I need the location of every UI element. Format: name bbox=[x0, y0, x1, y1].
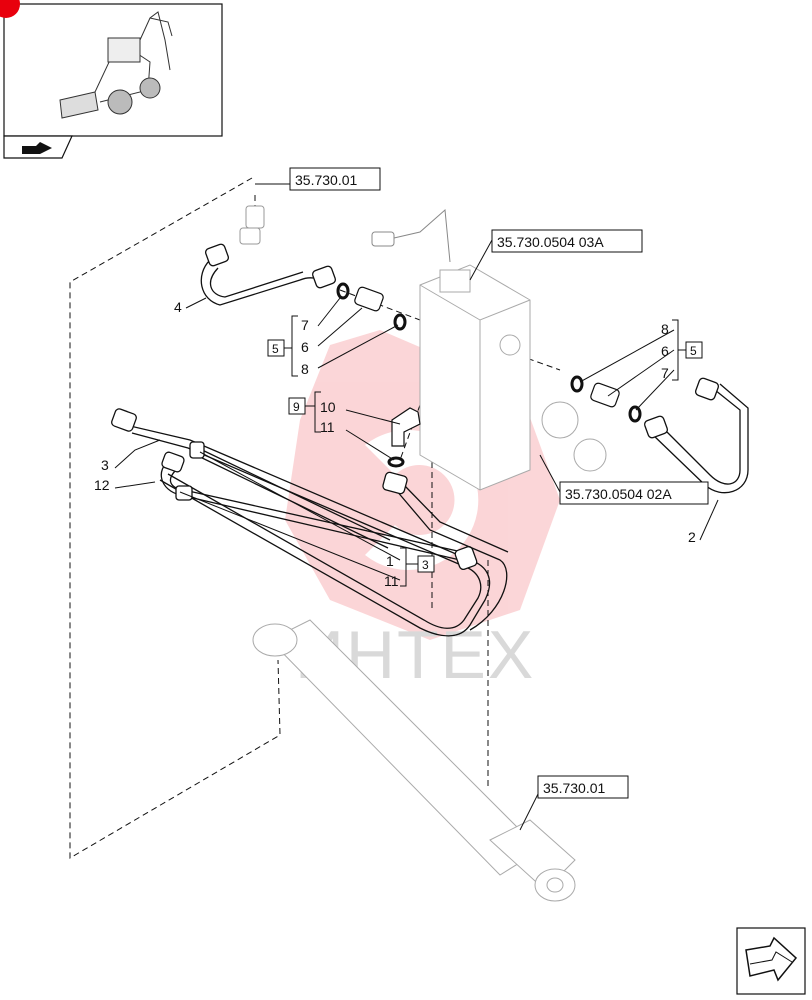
pipe-1[interactable] bbox=[189, 441, 509, 631]
kit-box-5-right[interactable]: 5 bbox=[685, 341, 703, 359]
ref-box-cylinder[interactable]: 35.730.01 bbox=[537, 775, 629, 799]
callout-11-mid[interactable]: 11 bbox=[320, 419, 335, 435]
ref-box-valve-top[interactable]: 35.730.0504 03A bbox=[491, 229, 643, 253]
callout-11-low[interactable]: 11 bbox=[384, 573, 399, 589]
callout-2[interactable]: 2 bbox=[688, 529, 696, 545]
callout-10[interactable]: 10 bbox=[320, 399, 336, 415]
callout-7-right[interactable]: 7 bbox=[661, 365, 669, 381]
callout-1[interactable]: 1 bbox=[386, 553, 394, 569]
ref-box-valve-bottom[interactable]: 35.730.0504 02A bbox=[559, 481, 709, 505]
seal-ring-8-left[interactable] bbox=[336, 282, 350, 300]
callout-6-left[interactable]: 6 bbox=[301, 339, 309, 355]
seal-ring-11-mid[interactable] bbox=[387, 456, 405, 468]
callout-7-left[interactable]: 7 bbox=[301, 317, 309, 333]
ref-label-cylinder: 35.730.01 bbox=[543, 780, 605, 796]
callout-8-left[interactable]: 8 bbox=[301, 361, 309, 377]
leader-lines bbox=[114, 183, 719, 831]
backhoe-loader-icon bbox=[59, 11, 173, 119]
callout-4[interactable]: 4 bbox=[174, 299, 182, 315]
ghost-fitting-top bbox=[239, 205, 265, 245]
callout-3[interactable]: 3 bbox=[101, 457, 109, 473]
pipe-2[interactable] bbox=[644, 377, 749, 494]
adapter-6-left[interactable] bbox=[354, 286, 385, 312]
kit-box-3[interactable]: 3 bbox=[417, 555, 435, 573]
seal-ring-8-right[interactable] bbox=[570, 375, 584, 393]
kit-label-5-left: 5 bbox=[272, 342, 279, 356]
kit-label-5-right: 5 bbox=[690, 344, 697, 358]
hydraulic-cylinder-ghost bbox=[252, 619, 576, 902]
control-valve-ghost bbox=[419, 264, 607, 491]
elbow-fitting-10[interactable] bbox=[391, 407, 421, 447]
seal-ring-7-right[interactable] bbox=[628, 405, 642, 423]
seal-ring-7-left[interactable] bbox=[393, 313, 407, 331]
ref-label-valve-top: 35.730.0504 03A bbox=[497, 234, 604, 250]
callout-12[interactable]: 12 bbox=[94, 477, 110, 493]
callout-6-right[interactable]: 6 bbox=[661, 343, 669, 359]
badge-icon bbox=[0, 0, 20, 18]
ref-box-top-left[interactable]: 35.730.01 bbox=[289, 167, 381, 191]
kit-box-9[interactable]: 9 bbox=[288, 397, 306, 415]
kit-box-5-left[interactable]: 5 bbox=[267, 339, 285, 357]
kit-label-3: 3 bbox=[422, 558, 429, 572]
adapter-6-right[interactable] bbox=[590, 382, 621, 408]
pipe-4[interactable] bbox=[200, 243, 336, 306]
next-page-arrow-icon[interactable] bbox=[736, 927, 806, 995]
callout-8-right[interactable]: 8 bbox=[661, 321, 669, 337]
ref-label-top-left: 35.730.01 bbox=[295, 172, 357, 188]
thumbnail-panel[interactable] bbox=[0, 0, 223, 159]
hand-pointer-icon bbox=[22, 142, 52, 154]
electrical-connector bbox=[371, 208, 451, 263]
kit-label-9: 9 bbox=[293, 400, 300, 414]
ref-label-valve-bottom: 35.730.0504 02A bbox=[565, 486, 672, 502]
pipe-12[interactable] bbox=[160, 451, 478, 570]
